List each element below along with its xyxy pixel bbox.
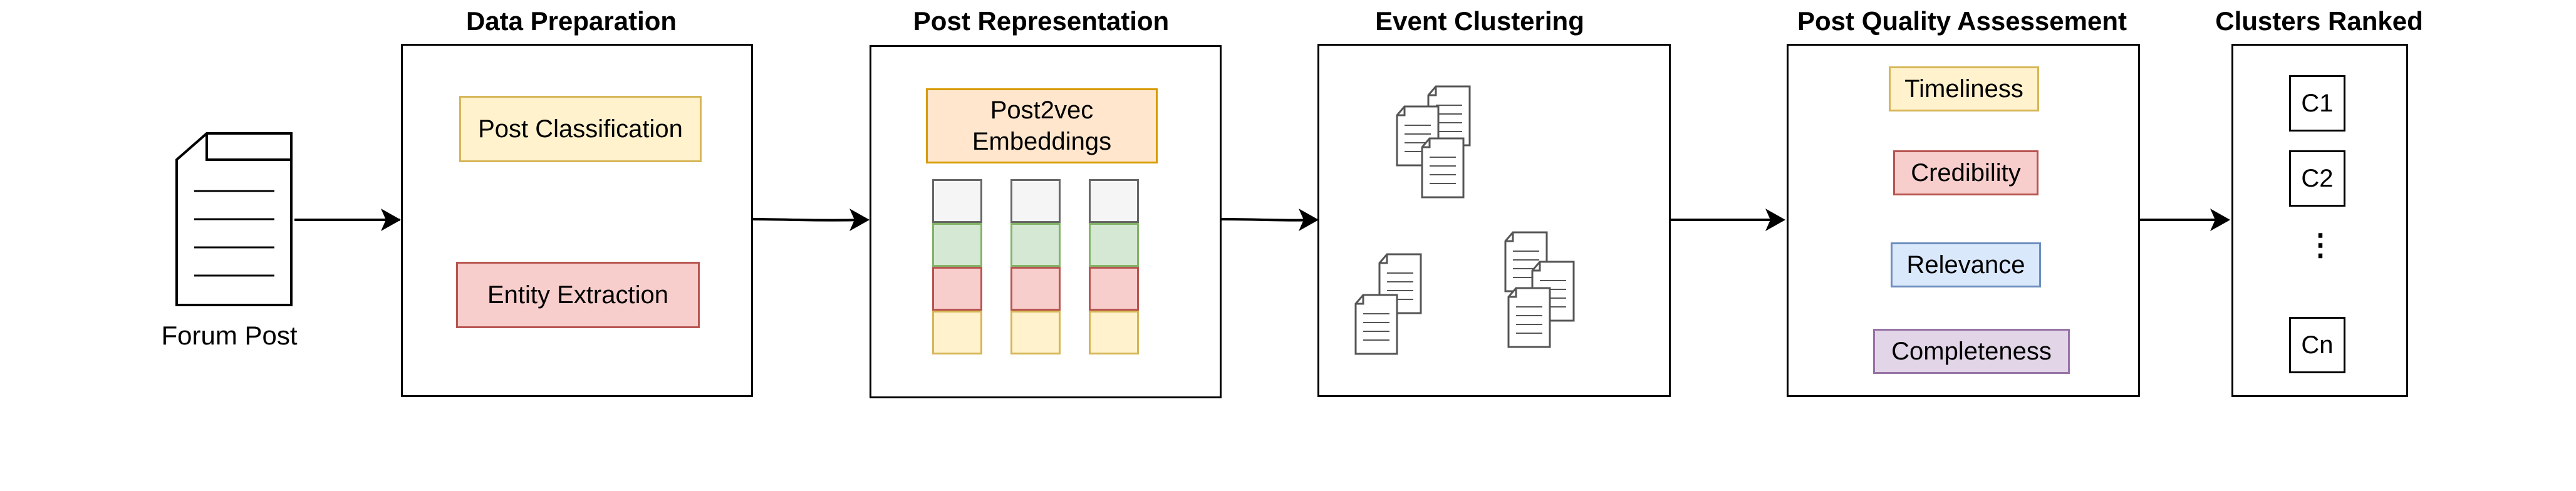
document-stack-icon <box>1354 85 1575 355</box>
embedding-cell <box>932 311 982 354</box>
ellipsis-icon: ⋮ <box>2305 229 2335 262</box>
arrow-right-icon <box>1221 218 1313 222</box>
arrow-right-icon <box>751 218 864 222</box>
embedding-cell <box>1010 267 1061 311</box>
embedding-cell <box>932 179 982 223</box>
cluster-rank-item: C2 <box>2289 150 2345 207</box>
post2vec-label-line1: Post2vec <box>990 96 1094 124</box>
cluster-rank-item: C1 <box>2289 75 2345 132</box>
entity-extraction-box: Entity Extraction <box>456 262 700 328</box>
embedding-cell <box>1089 311 1139 354</box>
completeness-box: Completeness <box>1873 329 2070 374</box>
stage-box-quality-assessment: Timeliness Credibility Relevance Complet… <box>1787 44 2140 397</box>
post2vec-label-line2: Embeddings <box>972 128 1112 155</box>
stage-title-post-representation: Post Representation <box>913 6 1170 36</box>
embedding-cell <box>932 267 982 311</box>
cluster-rank-item: Cn <box>2289 317 2345 373</box>
stage-box-clusters-ranked: C1 C2 ⋮ Cn <box>2231 44 2408 397</box>
embedding-cell <box>1089 267 1139 311</box>
timeliness-box: Timeliness <box>1889 66 2039 111</box>
embedding-cell <box>1010 311 1061 354</box>
embedding-cell <box>1010 179 1061 223</box>
stage-box-data-preparation: Post Classification Entity Extraction <box>401 44 753 397</box>
embedding-cell <box>1010 223 1061 267</box>
credibility-box: Credibility <box>1893 150 2038 195</box>
stage-box-post-representation: Post2vec Embeddings <box>870 45 1222 398</box>
stage-box-event-clustering <box>1317 44 1671 397</box>
embedding-cell <box>932 223 982 267</box>
embedding-cell <box>1089 179 1139 223</box>
relevance-box: Relevance <box>1891 242 2041 287</box>
stage-title-data-preparation: Data Preparation <box>465 6 677 36</box>
post-classification-box: Post Classification <box>459 96 702 162</box>
post2vec-embeddings-box: Post2vec Embeddings <box>926 88 1158 163</box>
document-icon <box>175 132 293 306</box>
stage-title-quality-assessment: Post Quality Assessement <box>1797 6 2127 36</box>
stage-title-event-clustering: Event Clustering <box>1375 6 1584 36</box>
stage-title-clusters-ranked: Clusters Ranked <box>2215 6 2423 36</box>
embedding-cell <box>1089 223 1139 267</box>
forum-post-label: Forum Post <box>161 321 298 350</box>
